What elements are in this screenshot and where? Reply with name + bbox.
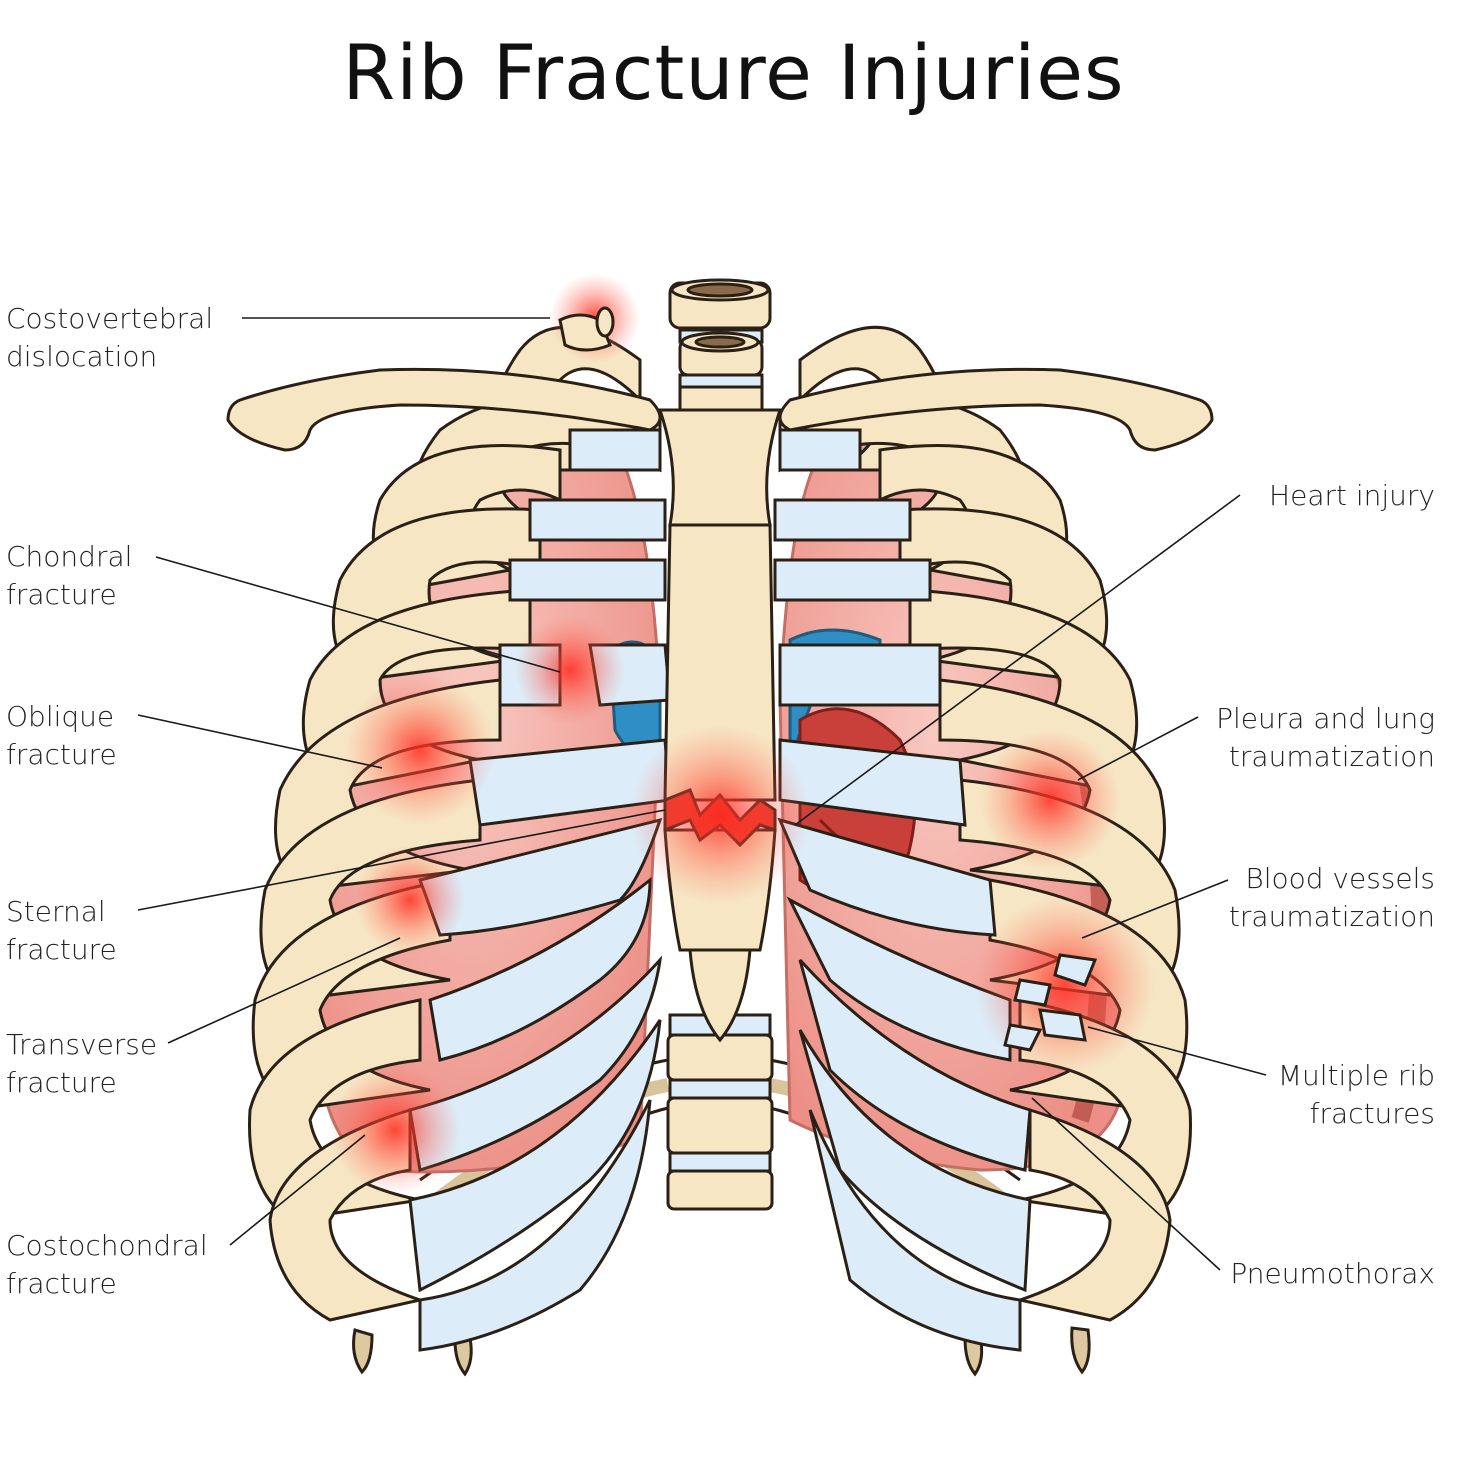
label-heart-injury: Heart injury	[1269, 479, 1435, 512]
multiple-rib-glow	[975, 895, 1155, 1075]
pleura-glow	[980, 730, 1120, 870]
diagram-title: Rib Fracture Injuries	[342, 28, 1125, 117]
right-costal-cartilage	[773, 428, 1032, 1352]
label-sternal-fracture: Sternal fracture	[6, 895, 117, 966]
sternal-glow	[630, 725, 810, 905]
cervical-vertebrae	[668, 278, 772, 419]
label-costovertebral-dislocation: Costovertebral dislocation	[6, 302, 214, 373]
label-pneumothorax: Pneumothorax	[1230, 1257, 1435, 1290]
label-pleura-lung: Pleura and lung traumatization	[1216, 702, 1435, 773]
label-multiple-rib-fractures: Multiple rib fractures	[1277, 1059, 1435, 1130]
leader-lines	[137, 317, 1267, 1271]
left-costal-cartilage	[408, 428, 672, 1352]
chondral-glow	[515, 615, 625, 725]
label-chondral-fracture: Chondral fracture	[6, 540, 133, 611]
injury-highlights	[330, 273, 1155, 1195]
dislocated-rib-end	[558, 306, 615, 352]
label-costochondral-fracture: Costochondral fracture	[6, 1229, 208, 1300]
clavicles	[226, 367, 1214, 452]
label-oblique-fracture: Oblique fracture	[6, 700, 117, 771]
costochondral-glow	[330, 1065, 460, 1195]
oblique-glow	[345, 675, 495, 825]
label-blood-vessels: Blood vessels traumatization	[1228, 862, 1435, 933]
transverse-glow	[355, 845, 465, 955]
lower-vertebrae	[666, 1013, 774, 1211]
label-transverse-fracture: Transverse fracture	[6, 1028, 158, 1099]
rib-fragments	[1003, 953, 1098, 1052]
